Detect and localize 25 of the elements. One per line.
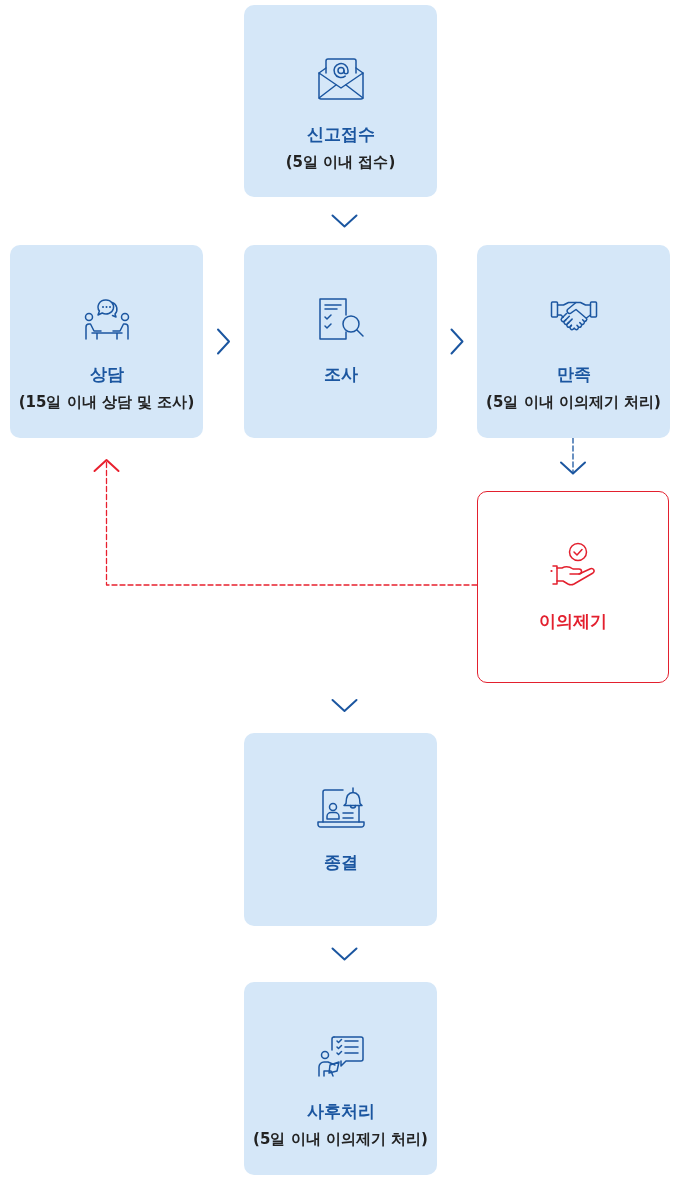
chevron-arrow <box>331 214 358 228</box>
step-subtitle: (15일 이내 상담 및 조사) <box>18 392 195 413</box>
step-subtitle: (5일 이내 접수) <box>285 152 396 173</box>
step-box <box>244 5 437 197</box>
step-title: 상담 <box>89 363 124 386</box>
step-title: 사후처리 <box>306 1100 375 1123</box>
chevron-arrow <box>331 699 358 712</box>
step-title: 종결 <box>323 851 358 874</box>
step-title: 이의제기 <box>539 610 607 633</box>
step-box <box>244 245 437 438</box>
chevron-arrow <box>217 328 230 355</box>
step-box <box>244 733 437 926</box>
step-box <box>477 491 669 683</box>
dashed-arrow <box>560 437 586 475</box>
step-title: 신고접수 <box>306 123 375 146</box>
step-title: 조사 <box>323 363 358 386</box>
step-subtitle: (5일 이내 이의제기 처리) <box>486 392 661 413</box>
step-title: 만족 <box>556 363 591 386</box>
step-box <box>244 982 437 1175</box>
step-box <box>477 245 670 438</box>
chevron-arrow <box>331 947 358 961</box>
step-box <box>10 245 203 438</box>
dashed-arrow <box>93 459 478 586</box>
chevron-arrow <box>450 328 464 355</box>
step-subtitle: (5일 이내 이의제기 처리) <box>253 1129 428 1150</box>
